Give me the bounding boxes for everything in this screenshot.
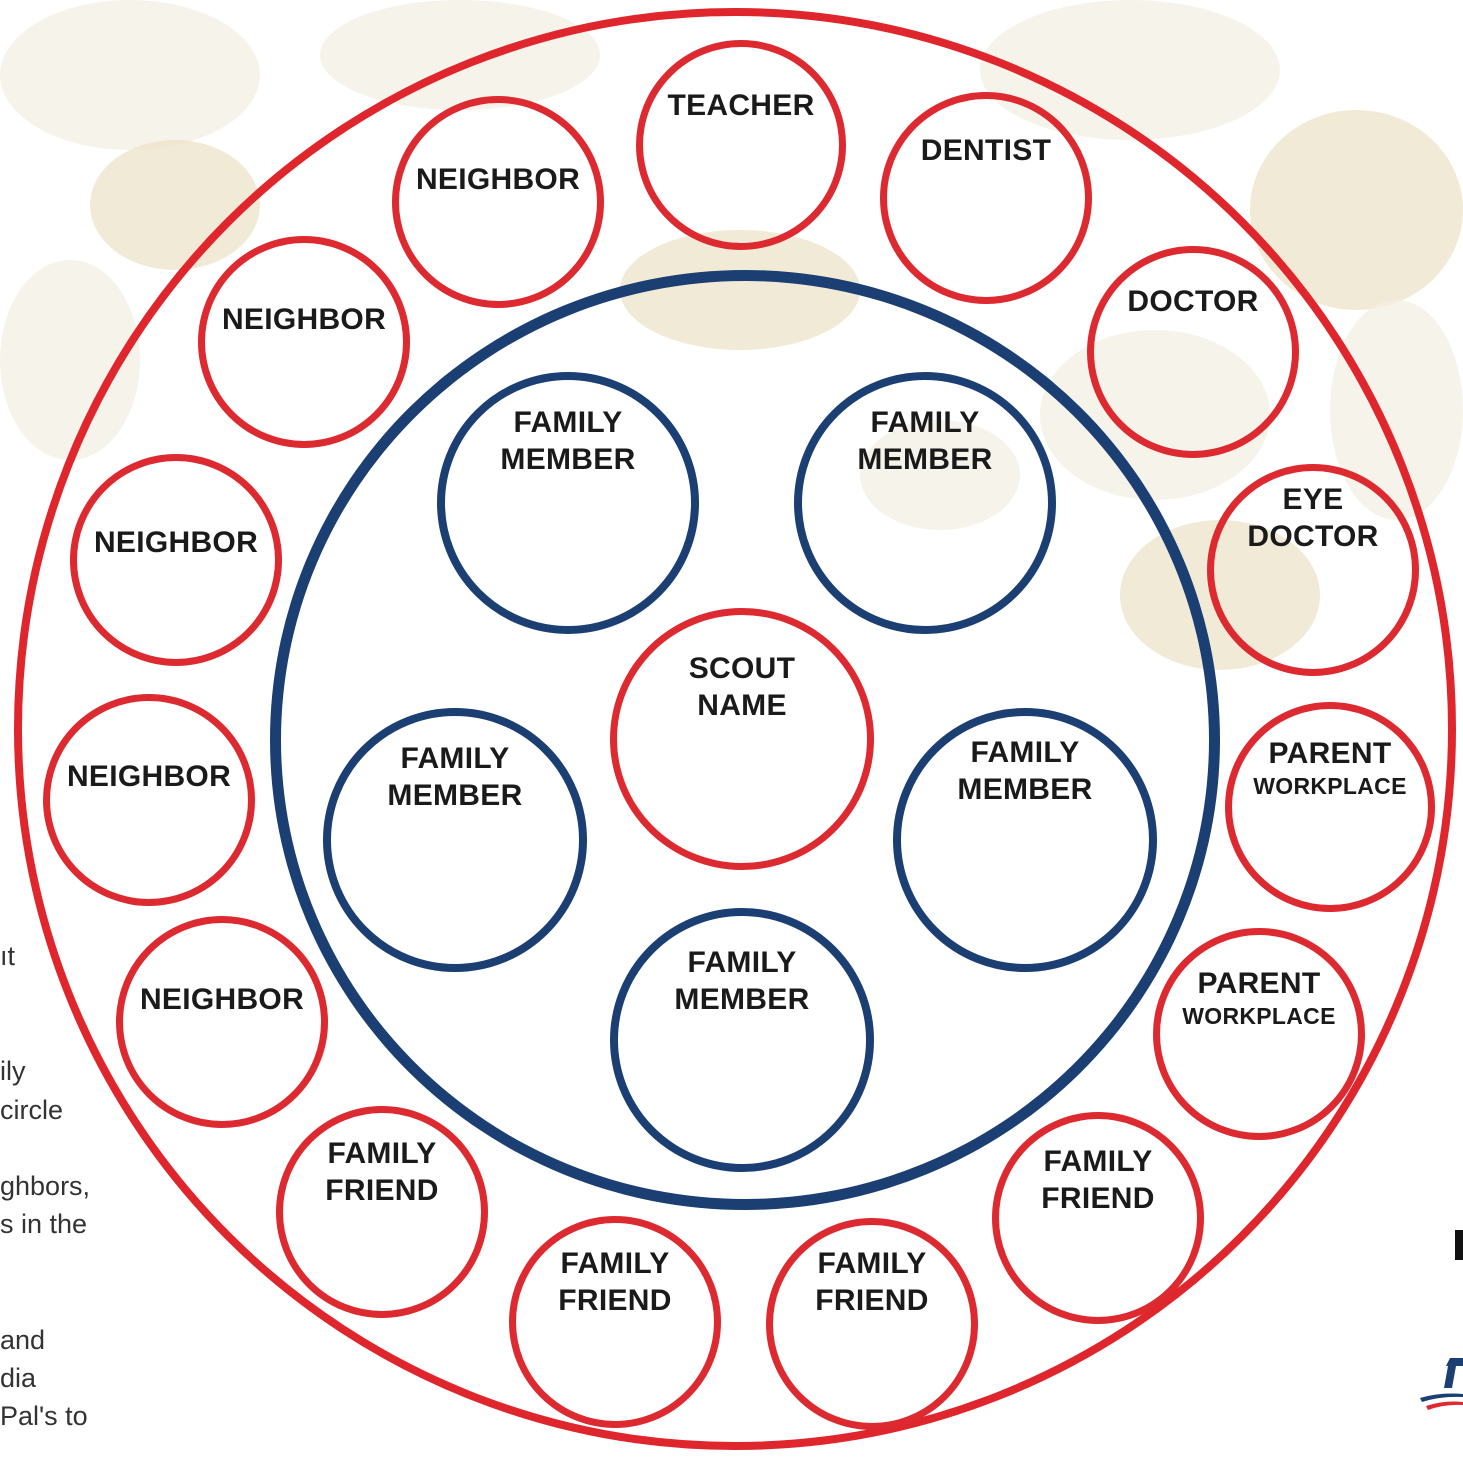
node-label-line1: NEIGHBOR [415,163,581,196]
node-label-line2: FRIEND [815,1284,929,1317]
node-label-line2: MEMBER [674,983,810,1016]
node-label-line1: FAMILY [560,1247,670,1280]
node-label-line1: FAMILY [327,1137,437,1170]
side-text: ily [0,1056,26,1086]
node-label-line2: MEMBER [387,779,523,812]
family-member-circle: FAMILY MEMBER [893,708,1157,972]
node-label-line1: DENTIST [920,134,1052,167]
side-text: circle [0,1095,64,1125]
node-label-line2: MEMBER [500,443,636,476]
parent-workplace-circle: PARENT WORKPLACE [1153,928,1365,1140]
node-label-line1: FAMILY [970,736,1080,769]
family-friend-circle: FAMILY FRIEND [992,1112,1204,1324]
node-label-line2: WORKPLACE [1253,773,1407,799]
neighbor-circle: NEIGHBOR [116,916,328,1128]
family-friend-circle: FAMILY FRIEND [766,1218,978,1430]
node-label-line2: NAME [697,689,787,722]
neighbor-circle: NEIGHBOR [70,454,282,666]
family-member-circle: FAMILY MEMBER [794,372,1056,634]
side-text: and [0,1325,46,1355]
node-label-line1: PARENT [1197,967,1321,1000]
dentist-circle: DENTIST [880,92,1092,304]
node-label-line1: FAMILY [870,406,980,439]
node-label-line1: SCOUT [688,652,796,685]
side-text: Pal's to [0,1401,88,1431]
node-label-line1: FAMILY [513,406,623,439]
node-label-line2: DOCTOR [1247,520,1379,553]
node-label-line1: EYE [1282,483,1344,516]
node-label-line1: NEIGHBOR [66,760,232,793]
side-text: s in the [0,1209,88,1239]
inner-ring [270,270,1220,1210]
neighbor-circle: NEIGHBOR [43,694,255,906]
scout-name-circle: SCOUT NAME [610,608,874,870]
node-label-line1: FAMILY [687,946,797,979]
teacher-circle: TEACHER [636,40,846,250]
node-label-line1: FAMILY [400,742,510,775]
node-label-line1: NEIGHBOR [139,983,305,1016]
side-text: ıt [0,941,16,971]
node-label-line2: FRIEND [325,1174,439,1207]
node-label-line2: FRIEND [558,1284,672,1317]
family-friend-circle: FAMILY FRIEND [276,1106,488,1318]
node-label-line1: NEIGHBOR [93,526,259,559]
neighbor-circle: NEIGHBOR [198,236,410,448]
node-label-line2: MEMBER [957,773,1093,806]
edge-mark [1455,1230,1463,1260]
family-friend-circle: FAMILY FRIEND [509,1216,721,1428]
eye-doctor-circle: EYE DOCTOR [1207,464,1419,676]
node-label-line1: DOCTOR [1127,285,1259,318]
outer-ring [14,8,1456,1450]
family-member-circle: FAMILY MEMBER [610,908,874,1172]
parent-workplace-circle: PARENT WORKPLACE [1225,702,1435,912]
node-label-line1: PARENT [1268,737,1392,770]
doctor-circle: DOCTOR [1087,246,1299,458]
node-label-line2: MEMBER [857,443,993,476]
node-label-line1: NEIGHBOR [221,303,387,336]
family-member-circle: FAMILY MEMBER [323,708,587,972]
node-label-line1: FAMILY [817,1247,927,1280]
logo-fragment [1420,1358,1463,1410]
family-member-circle: FAMILY MEMBER [437,372,699,634]
node-label-line2: FRIEND [1041,1182,1155,1215]
node-label-line1: TEACHER [667,89,815,122]
node-label-line1: FAMILY [1043,1145,1153,1178]
popcorn-image [0,0,260,150]
side-text: ghbors, [0,1171,91,1201]
neighbor-circle: NEIGHBOR [392,96,604,308]
node-label-line2: WORKPLACE [1182,1003,1336,1029]
side-text: dia [0,1363,37,1393]
